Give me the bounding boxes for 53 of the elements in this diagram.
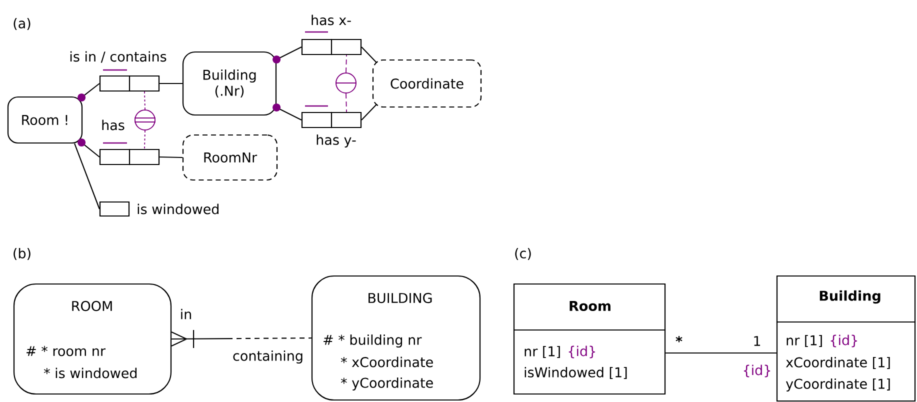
connector-line <box>78 138 100 158</box>
class-name: Room <box>570 300 610 312</box>
connector-line <box>272 46 302 64</box>
connector-line <box>346 54 347 73</box>
attribute-text: nr [1] <box>786 334 822 348</box>
fact-reading: has <box>102 120 124 130</box>
connector-line <box>144 91 146 110</box>
object-type-box: RoomNr <box>182 134 278 181</box>
id-constraint: {id} <box>744 364 770 378</box>
connector-line <box>74 143 100 210</box>
connector-line <box>361 104 377 120</box>
fact-reading: has y- <box>316 134 356 148</box>
attribute-text: isWindowed [1] <box>524 366 627 380</box>
attribute-text: yCoordinate [1] <box>786 378 890 392</box>
panel-label: (a) <box>14 18 30 30</box>
entity-box <box>311 275 481 401</box>
multiplicity: * <box>676 336 682 342</box>
connector-line <box>666 352 776 354</box>
attribute-text: * yCoordinate <box>340 377 433 391</box>
object-type-box: Building (.Nr) <box>182 51 277 116</box>
id-constraint: {id} <box>830 334 857 348</box>
panel-label: (c) <box>515 248 531 260</box>
entity-box <box>13 283 172 395</box>
panel-label: (b) <box>14 248 30 260</box>
connector-line <box>160 156 182 158</box>
object-type-box: Room ! <box>7 96 83 144</box>
attribute-text: xCoordinate [1] <box>786 356 890 370</box>
constraint-circle <box>335 72 357 94</box>
attribute-text: nr [1] <box>524 346 560 358</box>
constraint-circle <box>134 110 156 130</box>
id-constraint: {id} <box>568 346 595 358</box>
fact-reading: has x- <box>312 14 351 26</box>
fact-reading: is in / contains <box>70 51 166 63</box>
entity-name: BUILDING <box>368 292 432 304</box>
object-type-box: Coordinate <box>372 59 482 108</box>
connector-line <box>272 104 302 120</box>
edge-label: in <box>178 308 194 320</box>
connector-line <box>78 83 100 102</box>
attribute-text: * xCoordinate <box>340 356 433 368</box>
class-box <box>513 283 666 395</box>
attribute-text: # * building nr <box>324 334 422 348</box>
class-name: Building <box>820 290 880 304</box>
entity-name: ROOM <box>72 300 112 312</box>
multiplicity: 1 <box>754 336 760 346</box>
connector-line <box>160 82 182 84</box>
connector-line <box>144 130 146 150</box>
role-label: is windowed <box>138 204 218 214</box>
relationship-line <box>171 329 312 349</box>
attribute-text: # * room nr <box>26 346 106 356</box>
attribute-text: * is windowed <box>44 368 137 378</box>
role-name: containing <box>233 350 302 364</box>
connector-line <box>346 93 347 112</box>
connector-line <box>361 46 377 63</box>
